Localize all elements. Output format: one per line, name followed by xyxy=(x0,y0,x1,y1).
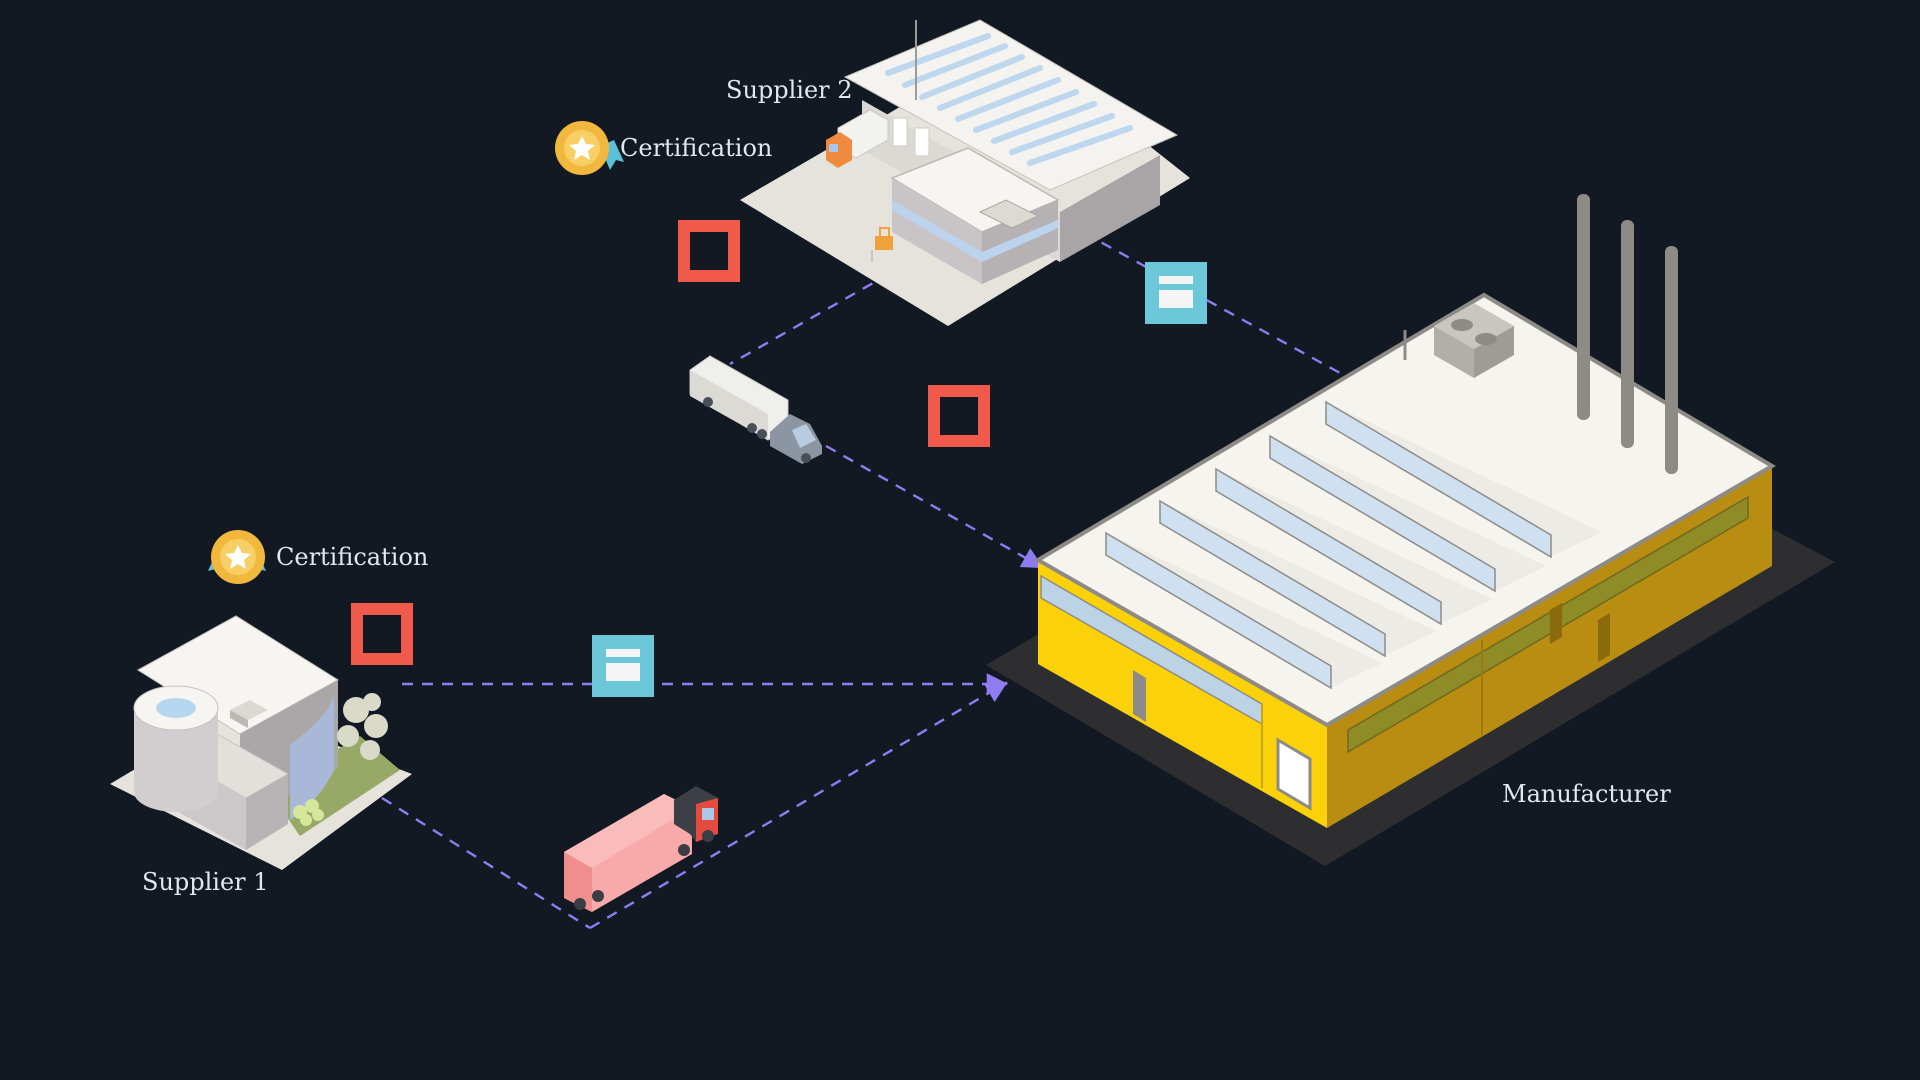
forklift-icon xyxy=(871,227,893,262)
supplier-1-label: Supplier 1 xyxy=(142,868,269,896)
factory-door-left xyxy=(1133,670,1146,722)
skylight-row-5 xyxy=(1105,531,1382,690)
factory-door-front xyxy=(1276,737,1312,811)
skylight-row-2 xyxy=(1269,434,1546,593)
route-truck-to-manufacturer xyxy=(825,444,1044,569)
document-card-icon xyxy=(1145,262,1207,324)
office-trees xyxy=(337,693,388,760)
skylight-row-4 xyxy=(1159,499,1436,658)
factory-door-right-1 xyxy=(1550,603,1562,644)
alert-square-icon xyxy=(351,603,413,665)
certification-label-supplier-1: Certification xyxy=(276,543,428,571)
certification-label-supplier-2: Certification xyxy=(620,134,772,162)
manufacturer-building xyxy=(986,194,1835,866)
route-red-truck-to-manufacturer xyxy=(589,681,1008,930)
route-supplier2-to-manufacturer xyxy=(1083,231,1341,375)
skylight-row-1 xyxy=(1325,400,1602,559)
routes xyxy=(381,231,1341,930)
office-bushes xyxy=(293,799,324,826)
document-card-icon xyxy=(592,635,654,697)
award-medal-icon xyxy=(555,121,624,175)
warehouse-roof xyxy=(843,19,1179,191)
skylight-row-3 xyxy=(1215,467,1492,626)
factory-right-windows xyxy=(1347,495,1749,754)
warehouse-roof-skylights xyxy=(885,33,1133,166)
supplier-2-delivery-truck xyxy=(826,109,889,168)
semi-truck-icon xyxy=(689,355,822,464)
route-supplier1-to-red-truck xyxy=(381,796,591,930)
factory-chimneys xyxy=(1577,194,1678,474)
supplier-2-label: Supplier 2 xyxy=(726,76,853,104)
supplier-2-building xyxy=(740,19,1190,326)
manufacturer-label: Manufacturer xyxy=(1502,780,1671,808)
supplier-1-building xyxy=(110,615,412,870)
alert-square-icon xyxy=(678,220,740,282)
rooftop-ac-unit xyxy=(1434,303,1514,378)
red-truck-icon xyxy=(564,786,718,912)
award-medal-icon xyxy=(208,530,266,584)
alert-square-icon xyxy=(928,385,990,447)
factory-door-right-2 xyxy=(1598,613,1610,662)
